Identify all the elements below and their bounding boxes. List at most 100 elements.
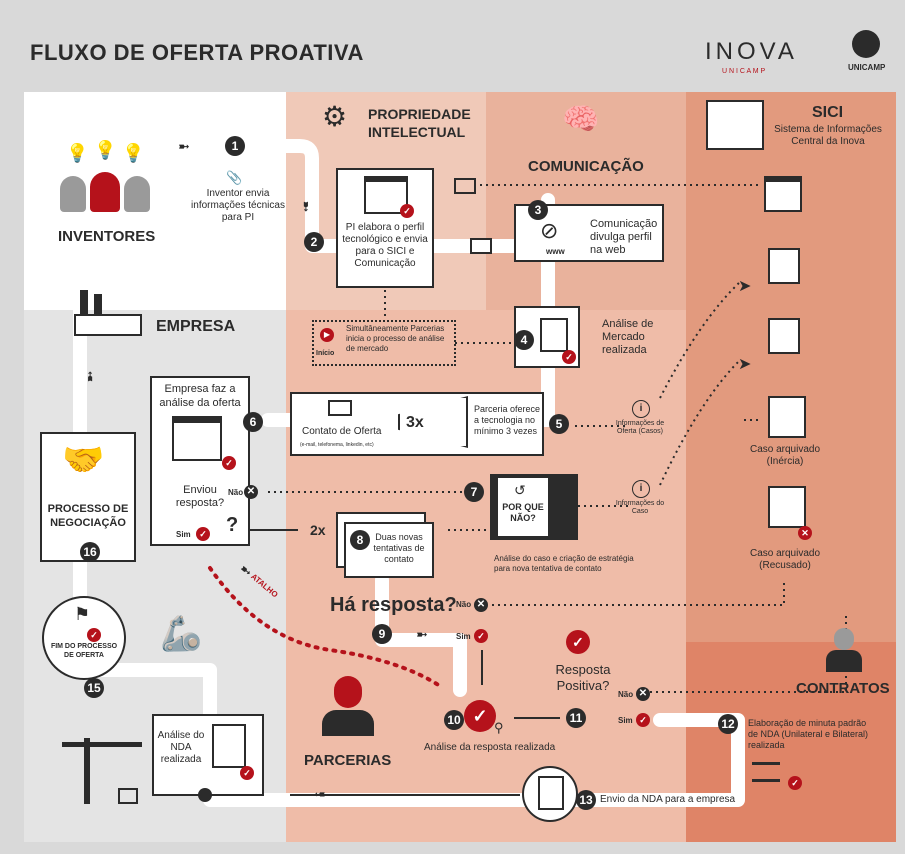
info-caso-text: Informações do Caso [615, 500, 665, 515]
rocket-icon: ➼ [298, 200, 315, 213]
step-10-marker: 10 [444, 710, 464, 730]
step-2-marker: 2 [304, 232, 324, 252]
step-15-text: FIM DO PROCESSO DE OFERTA [50, 643, 118, 659]
check-icon: ✓ [400, 204, 414, 218]
step-2-text: PI elabora o perfil tecnológico e envia … [342, 222, 428, 269]
head-ideas-icon: 🧠 [562, 103, 600, 136]
refresh-icon: ↺ [514, 482, 526, 498]
paperclip-icon: 📎 [226, 170, 243, 185]
sici-title: SICI [812, 104, 844, 121]
server-icon [706, 100, 764, 150]
step-6-marker: 6 [243, 412, 263, 432]
comunicacao-title: COMUNICAÇÃO [528, 158, 644, 175]
rocket-icon: ➼ [178, 138, 190, 154]
book-icon [768, 248, 800, 284]
question-mark: ? [226, 514, 239, 536]
pi-title-line1: PROPRIEDADE [368, 106, 471, 122]
send-doc-icon [454, 178, 476, 194]
step-4-note-text: Simultâneamente Parcerias inicia o proce… [346, 324, 445, 353]
step-7-marker: 7 [464, 482, 484, 502]
check-badge-icon: ✓ [566, 630, 590, 654]
lightbulb-icon: 💡 [66, 143, 89, 163]
x-circle-icon: ✕ [636, 687, 650, 701]
step-5-text: Parceria oferece a tecnologia no mínimo … [474, 404, 541, 436]
parcerias-title: PARCERIAS [304, 752, 392, 769]
step-3-marker: 3 [528, 200, 548, 220]
unicamp-logo-text: UNICAMP [848, 63, 886, 72]
rocket-icon: ➼ [314, 787, 326, 803]
step-5-marker: 5 [549, 414, 569, 434]
caso-inercia-text: Caso arquivado (Inércia) [749, 444, 821, 467]
check-icon: ✓ [222, 456, 236, 470]
inova-logo: INOVA [705, 38, 798, 65]
inventors-icon [60, 172, 150, 212]
handshake-icon: 🤝 [62, 441, 105, 479]
check-icon: ✓ [636, 713, 650, 727]
search-doc-icon [540, 318, 568, 352]
sim-label: Sim [456, 632, 471, 641]
contracts-person-icon [826, 628, 862, 672]
x-circle-icon: ✕ [244, 485, 258, 499]
play-icon: ▶ [320, 328, 334, 342]
paper-plane-icon: ➤ [738, 278, 752, 295]
flag-icon: ⚑ [74, 604, 91, 624]
step-8-text: Duas novas tentativas de contato [373, 532, 425, 564]
check-icon: ✓ [87, 628, 101, 642]
contratos-title: CONTRATOS [796, 680, 890, 697]
contato-oferta-sub: (e-mail, telefonema, linkedin, etc) [300, 442, 374, 448]
enviou-resposta-text: Enviou resposta? [175, 484, 225, 509]
step-9-marker: 9 [372, 624, 392, 644]
step-10-text: Análise da resposta realizada [424, 742, 556, 753]
contato-oferta-label: Contato de Oferta [302, 426, 382, 437]
nao-label: Não [228, 488, 244, 497]
step-6-text: Empresa faz a análise da oferta [159, 383, 241, 409]
check-icon: ✓ [788, 776, 802, 790]
x-badge-icon: ✕ [798, 526, 812, 540]
ha-resposta: Há resposta? [330, 594, 457, 616]
caso-recusado-text: Caso arquivado (Recusado) [749, 548, 821, 571]
info-oferta-text: Informações de Oferta (Casos) [615, 420, 665, 435]
step-4-marker: 4 [514, 330, 534, 350]
magnifier-icon: ⚲ [494, 720, 504, 735]
x-circle-icon: ✕ [474, 598, 488, 612]
step-10-check-icon: ✓ [464, 700, 496, 732]
edit-lines-icon [752, 762, 780, 782]
step-7-note: Análise do caso e criação de estratégia … [494, 554, 634, 573]
page-title: FLUXO DE OFERTA PROATIVA [30, 40, 364, 65]
por-que-nao: POR QUE NÃO? [502, 502, 544, 523]
rocket-icon: ➼ [81, 370, 98, 383]
step-8-2x: 2x [310, 522, 326, 538]
step-16-text: PROCESSO DE NEGOCIAÇÃO [47, 503, 129, 529]
step-12-marker: 12 [718, 714, 738, 734]
inova-logo-sub: U N I C A M P [722, 68, 766, 75]
info-icon: i [632, 400, 650, 418]
robot-arm-icon: 🦾 [160, 615, 203, 653]
profile-doc-icon [764, 176, 802, 212]
step-13-marker: 13 [576, 790, 596, 810]
step-3-text: Comunicação divulga perfil na web [590, 218, 658, 256]
flow-end-dot [198, 788, 212, 802]
rocket-icon: ➼ [416, 626, 428, 642]
check-icon: ✓ [240, 766, 254, 780]
globe-icon: ⊘ [540, 218, 559, 243]
step-13-text: Envio da NDA para a empresa [600, 794, 736, 805]
send-doc-icon [470, 238, 492, 254]
crane-icon [62, 738, 142, 804]
archive-printer-icon [768, 396, 806, 438]
step-7-inner [498, 478, 548, 536]
step-12-text: Elaboração de minuta padrão de NDA (Unil… [748, 718, 869, 750]
check-icon: ✓ [196, 527, 210, 541]
step-14-text: Análise do NDA realizada [157, 730, 205, 765]
gear-lightbulb-icon: ⚙ [322, 101, 348, 132]
panel-contratos [686, 642, 896, 842]
sim-label: Sim [176, 530, 191, 539]
step-1-marker: 1 [225, 136, 245, 156]
pi-title-line2: INTELECTUAL [368, 124, 466, 140]
step-4-note-box [312, 320, 456, 366]
step-3-box [514, 204, 664, 262]
step-5-3x: 3x [406, 414, 424, 431]
step-15-circle [42, 596, 126, 680]
paper-plane-icon: ➤ [738, 356, 752, 373]
unicamp-logo-icon [852, 30, 880, 58]
